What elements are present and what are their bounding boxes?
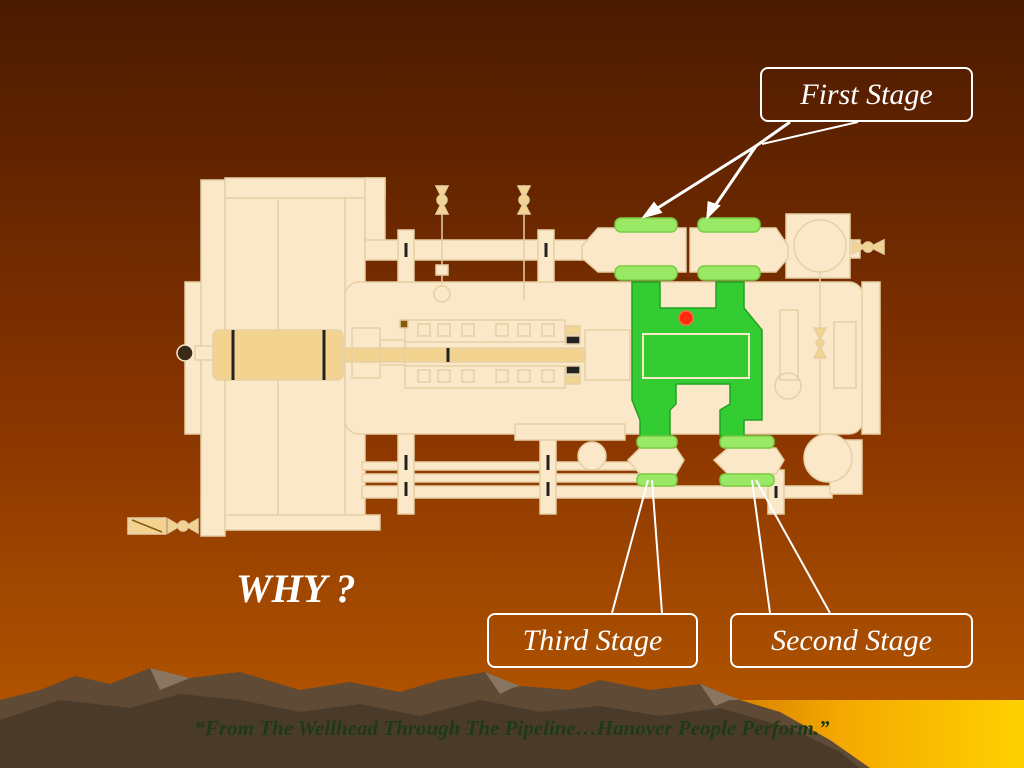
valve-icon [433,185,451,303]
third-stage-text: Third Stage [522,623,663,657]
valve-icon [851,238,885,256]
first-stage-cylinders [581,217,789,281]
why-question: WHY ? [236,566,356,611]
second-stage-label: Second Stage [730,613,973,668]
third-stage-pointers [611,479,663,614]
mountain-range [0,668,870,768]
third-stage-label: Third Stage [487,613,698,668]
indicator-dot [678,310,694,326]
valve-icon [127,517,199,535]
second-stage-text: Second Stage [771,623,932,657]
second-stage-pointers [751,479,831,614]
third-stage-cylinder [626,435,685,487]
valve-icon [516,185,532,300]
second-stage-cylinder [712,435,785,487]
valve-icon [812,327,828,359]
first-stage-pointers [641,120,859,220]
footer-tagline: “From The Wellhead Through The Pipeline…… [194,716,830,740]
compressor-diagram [127,177,885,537]
first-stage-text: First Stage [800,77,933,111]
first-stage-label: First Stage [760,67,973,122]
piston-rod [344,347,586,363]
shaft-end-icon [176,344,194,362]
